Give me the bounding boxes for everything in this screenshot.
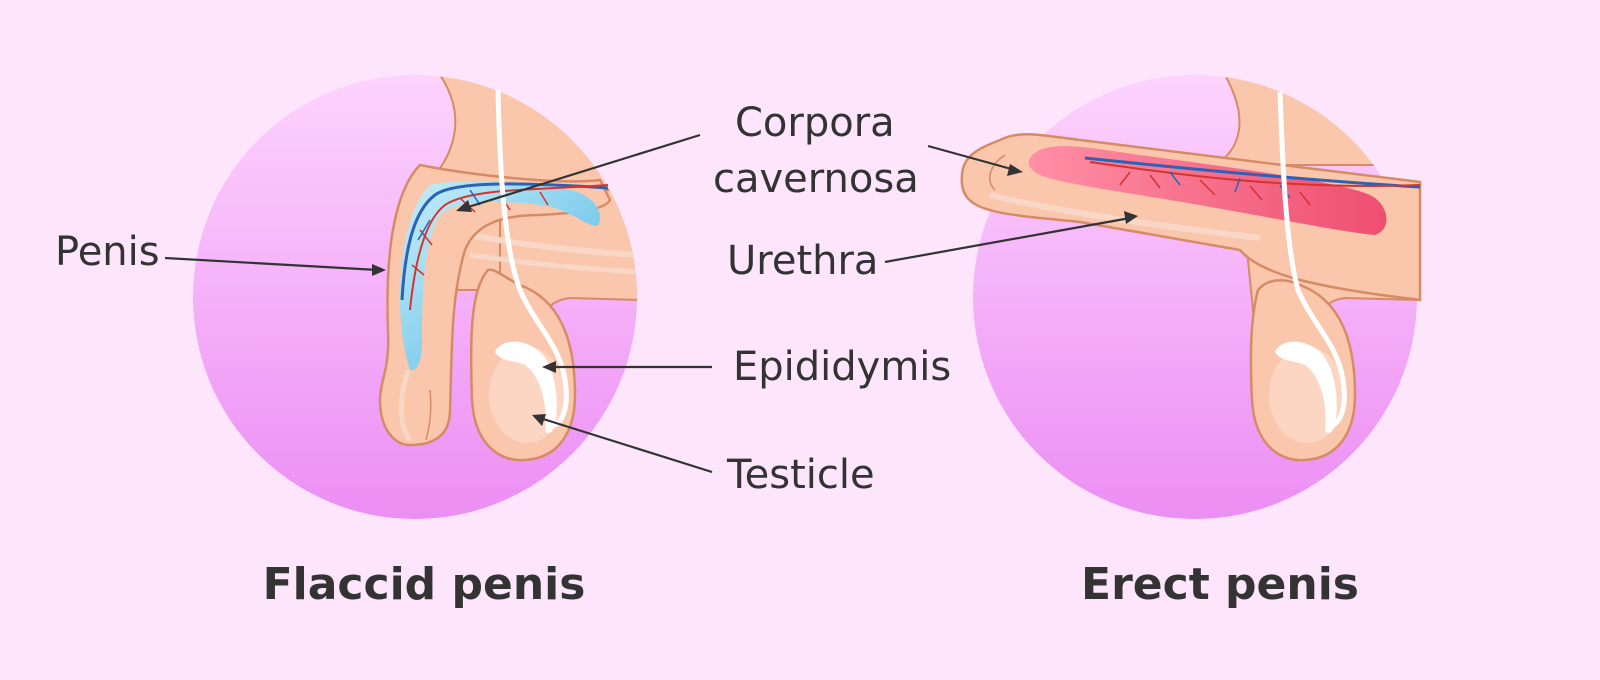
erect-body: [1211, 75, 1417, 166]
label-epididymis: Epididymis: [733, 344, 952, 390]
erect-corpora-cavernosa: [1028, 146, 1387, 235]
label-corpora-cavernosa-line1: Corpora: [735, 100, 895, 146]
flaccid-corpora-cavernosa: [400, 181, 601, 371]
erect-vas-deferens: [1277, 91, 1347, 428]
erect-penis-title: Erect penis: [1081, 559, 1359, 610]
flaccid-penis-title: Flaccid penis: [262, 559, 586, 610]
label-corpora-cavernosa-line2: cavernosa: [713, 156, 919, 202]
arrow-urethra: [884, 216, 1131, 264]
erect-epididymis: [1275, 341, 1337, 433]
arrow-corpora-cavernosa-flaccid: [464, 133, 701, 210]
label-penis: Penis: [55, 229, 160, 275]
flaccid-vas-deferens: [495, 89, 569, 428]
flaccid-illustration: [193, 75, 637, 519]
arrow-corpora-cavernosa-erect: [927, 144, 1016, 172]
erect-illustration: [960, 75, 1422, 519]
label-testicle: Testicle: [727, 452, 875, 498]
arrow-penis: [164, 256, 379, 272]
label-urethra: Urethra: [727, 238, 879, 284]
arrow-testicle: [539, 416, 713, 474]
leader-arrows: [164, 133, 1138, 474]
flaccid-epididymis: [495, 341, 557, 433]
flaccid-penis-shaft: [378, 163, 612, 447]
